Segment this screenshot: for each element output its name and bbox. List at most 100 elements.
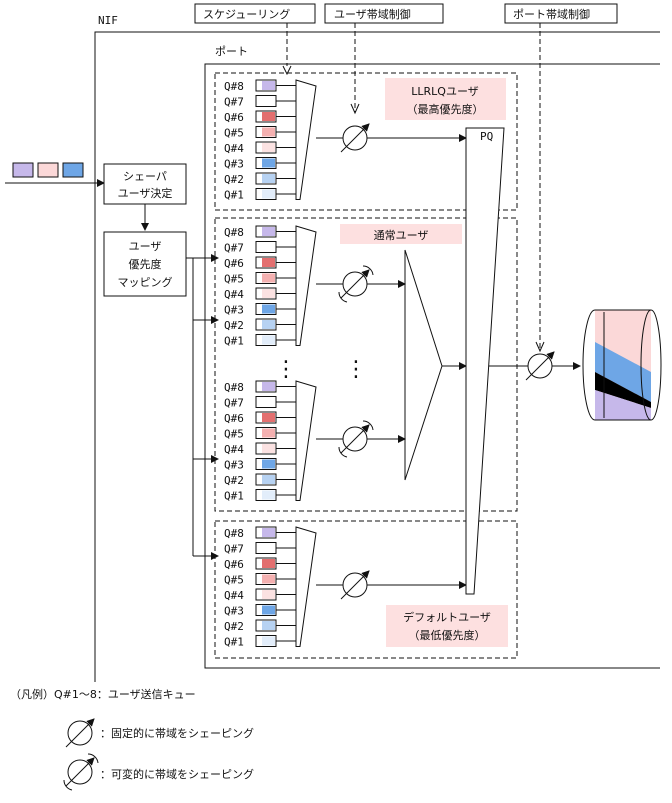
queue-fill (262, 475, 275, 484)
group-label-default: デフォルトユーザ （最低優先度） (386, 605, 508, 647)
input-packet-3 (62, 162, 84, 178)
queue-label: Q#1 (224, 490, 244, 503)
queue-label: Q#3 (224, 459, 244, 472)
queue-fill (262, 96, 275, 106)
input-packets (12, 162, 84, 178)
queue-label: Q#4 (224, 288, 244, 301)
fixed-shaper-icon (340, 123, 370, 153)
group-label-llrlq-1: LLRLQユーザ (411, 85, 478, 98)
pq-label: PQ (480, 130, 493, 143)
normal-aggregator (404, 249, 443, 481)
queue-label: Q#4 (224, 142, 244, 155)
queue-label: Q#1 (224, 335, 244, 348)
queue-label: Q#4 (224, 443, 244, 456)
callout-user-bw-text: ユーザ帯域制御 (334, 7, 411, 21)
group-label-normal-text: 通常ユーザ (374, 229, 429, 242)
nif-label: NIF (98, 14, 118, 27)
queue-fill (262, 143, 275, 152)
shaper-user-decision-box: シェーパ ユーザ決定 (103, 163, 187, 205)
queue-stacks: Q#8Q#7Q#6Q#5Q#4Q#3Q#2Q#1Q#8Q#7Q#6Q#5Q#4Q… (224, 79, 317, 649)
queue-fill (262, 174, 275, 183)
callout-user-bw: ユーザ帯域制御 (324, 3, 444, 115)
port-frame: ポート (204, 45, 660, 669)
variable-shaper-icon (338, 265, 374, 303)
ellipsis-shapers: ⋮ (345, 357, 367, 382)
callout-port-bw-text: ポート帯域制御 (513, 7, 590, 21)
queue-label: Q#6 (224, 111, 244, 124)
priority-mapping-box: ユーザ 優先度 マッピング (103, 231, 187, 297)
queue-fill (262, 304, 275, 314)
group-label-default-2: （最低優先度） (409, 628, 486, 642)
queue-fill (262, 543, 275, 553)
queue-label: Q#5 (224, 273, 244, 286)
queue-label: Q#6 (224, 412, 244, 425)
queue-label: Q#7 (224, 543, 244, 556)
queue-scheduler (295, 225, 317, 346)
queue-fill (262, 574, 275, 584)
queue-fill (262, 382, 275, 391)
nif-frame: NIF (94, 14, 660, 682)
queue-label: Q#2 (224, 474, 244, 487)
variable-shaper-icon (338, 420, 374, 458)
queue-fill (262, 636, 275, 646)
callout-port-bw: ポート帯域制御 (504, 3, 618, 353)
port-shaper-icon (525, 351, 555, 381)
group-label-normal: 通常ユーザ (340, 224, 462, 244)
queue-label: Q#2 (224, 319, 244, 332)
queue-fill (262, 459, 275, 469)
queue-stack: Q#8Q#7Q#6Q#5Q#4Q#3Q#2Q#1 (224, 380, 317, 503)
queue-label: Q#5 (224, 127, 244, 140)
queue-label: Q#4 (224, 589, 244, 602)
queue-fill (262, 490, 275, 500)
legend-fixed-icon (65, 718, 95, 748)
port-label: ポート (215, 45, 248, 58)
queue-fill (262, 413, 275, 422)
queue-stack: Q#8Q#7Q#6Q#5Q#4Q#3Q#2Q#1 (224, 79, 317, 202)
queue-label: Q#3 (224, 304, 244, 317)
group-box-normal (214, 217, 518, 512)
queue-fill (262, 605, 275, 615)
queue-fill (262, 112, 275, 121)
callout-scheduling-text: スケジューリング (203, 7, 290, 21)
group-label-llrlq: LLRLQユーザ （最高優先度） (385, 78, 506, 120)
legend-fixed-text: ：固定的に帯域をシェーピング (100, 726, 254, 740)
queue-fill (262, 590, 275, 599)
queue-fill (262, 335, 275, 345)
queue-fill (262, 227, 275, 236)
group-box-llrlq (214, 72, 518, 211)
mapping-label-1: ユーザ (129, 240, 162, 253)
queue-fill (262, 559, 275, 568)
queue-fill (262, 189, 275, 199)
queue-label: Q#8 (224, 226, 244, 239)
queue-scheduler (295, 526, 317, 647)
queue-scheduler (295, 380, 317, 501)
group-label-default-1: デフォルトユーザ (403, 610, 491, 624)
queue-label: Q#2 (224, 173, 244, 186)
queue-fill (262, 158, 275, 168)
queue-label: Q#3 (224, 605, 244, 618)
shaper-label-1: シェーパ (123, 170, 167, 183)
shaper-label-2: ユーザ決定 (118, 186, 173, 200)
queue-fill (262, 320, 275, 329)
ellipsis-queues: ⋮ (275, 357, 297, 382)
queue-fill (262, 81, 275, 90)
queue-label: Q#7 (224, 242, 244, 255)
queue-fill (262, 273, 275, 283)
legend: （凡例）Q#1～8：ユーザ送信キュー ：固定的に帯域をシェーピング ：可変的に帯… (10, 687, 254, 791)
input-packet-2 (37, 162, 59, 178)
queue-label: Q#2 (224, 620, 244, 633)
queue-fill (262, 242, 275, 252)
queue-stack: Q#8Q#7Q#6Q#5Q#4Q#3Q#2Q#1 (224, 225, 317, 348)
queue-stack: Q#8Q#7Q#6Q#5Q#4Q#3Q#2Q#1 (224, 526, 317, 649)
queue-fill (262, 258, 275, 267)
queue-label: Q#8 (224, 527, 244, 540)
mapping-label-2: 優先度 (129, 257, 162, 271)
legend-variable-text: ：可変的に帯域をシェーピング (100, 767, 254, 781)
queue-fill (262, 621, 275, 630)
legend-variable-icon (63, 753, 99, 791)
queue-label: Q#7 (224, 397, 244, 410)
legend-title: （凡例）Q#1～8：ユーザ送信キュー (10, 687, 196, 701)
input-packet-1 (12, 162, 34, 178)
queue-label: Q#5 (224, 574, 244, 587)
group-box-default (214, 520, 518, 659)
